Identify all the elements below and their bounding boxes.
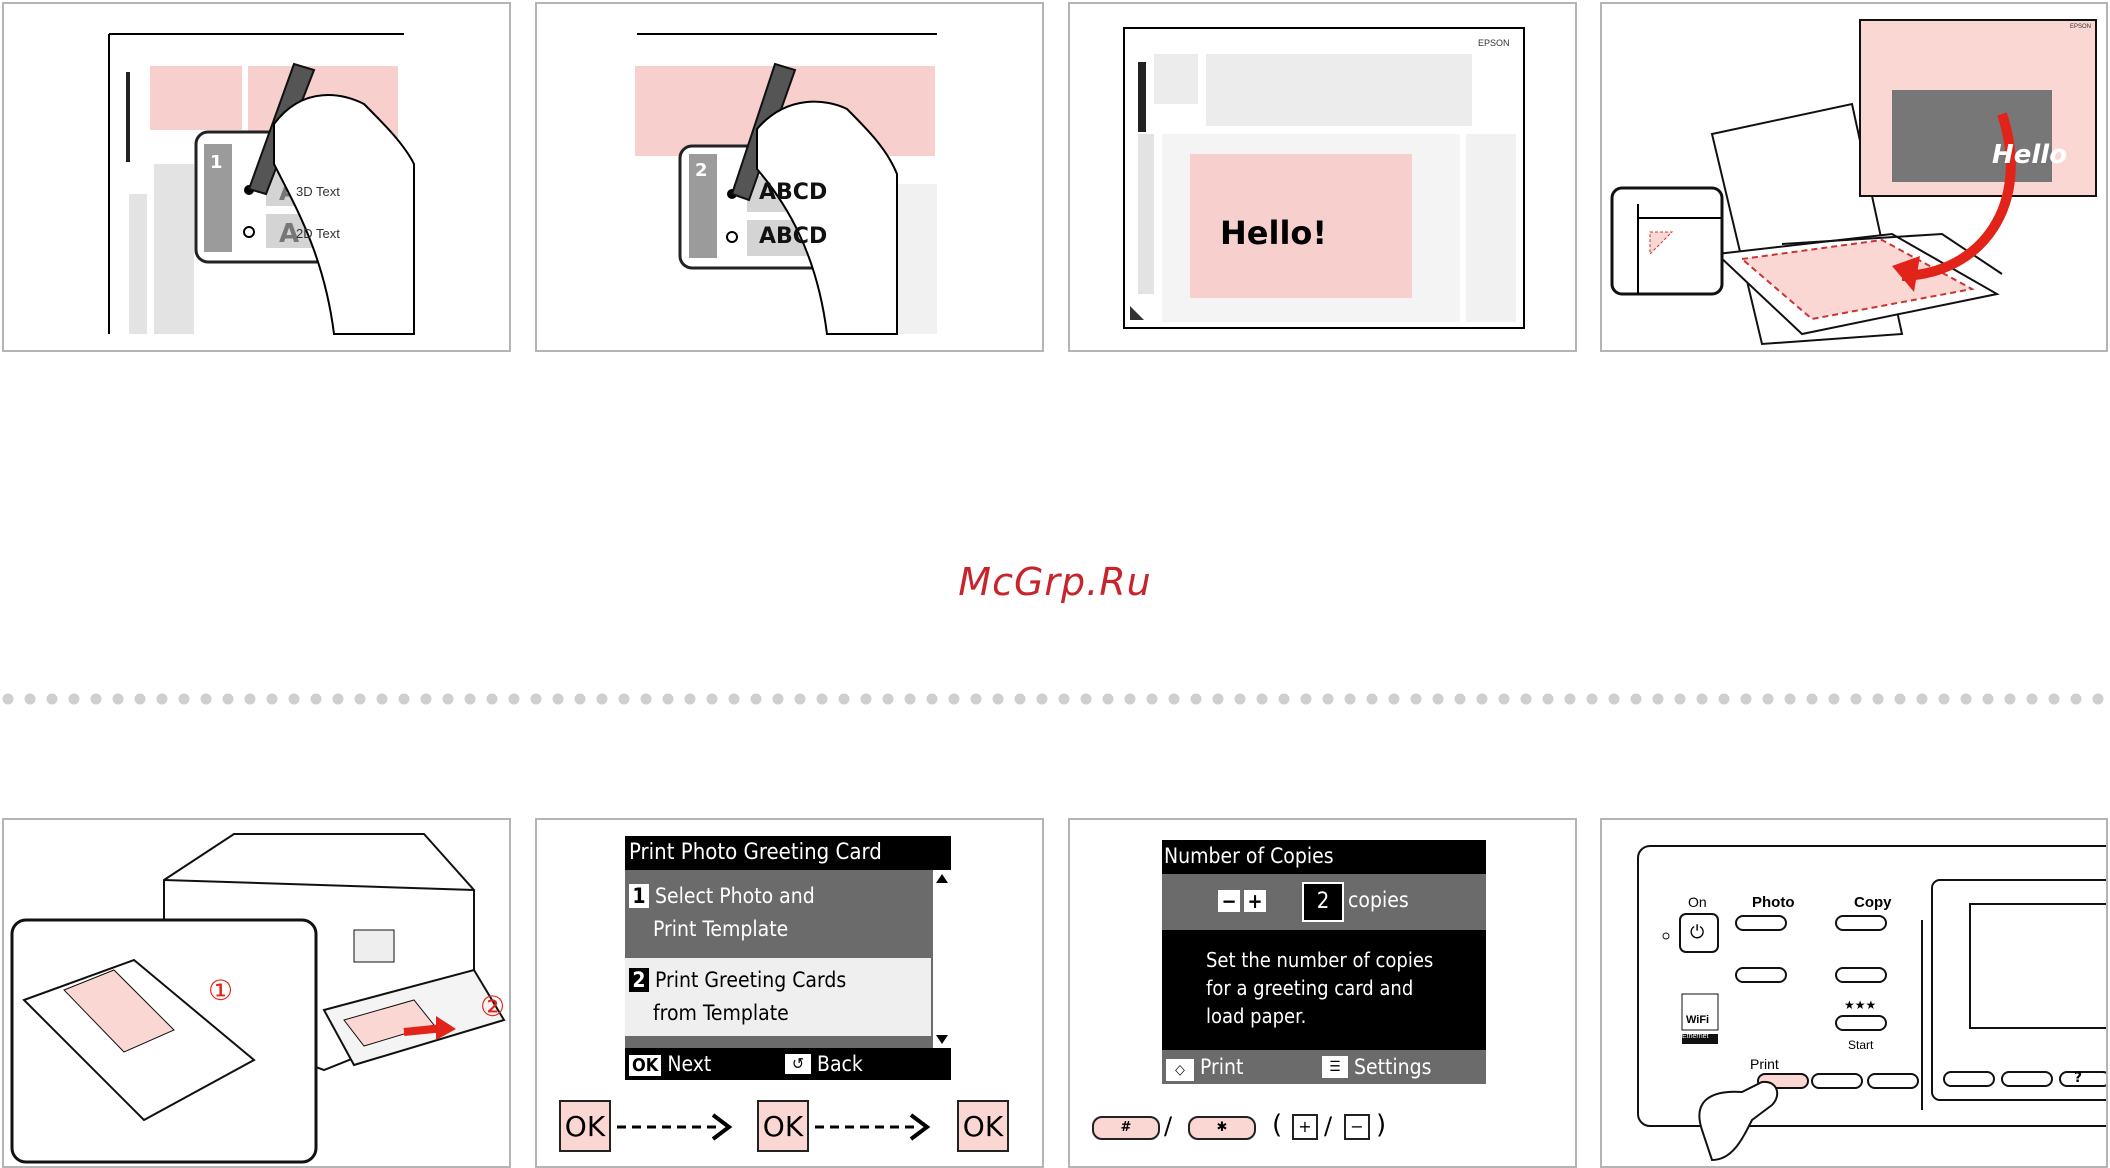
help-label: ? xyxy=(2074,1070,2083,1086)
menu-item-print-cards[interactable]: 2 Print Greeting Cards from Template xyxy=(625,958,931,1036)
lcd-title-bar: Print Photo Greeting Card xyxy=(625,836,951,870)
step-panel-place-on-scanner: EPSON Hello xyxy=(1600,2,2108,352)
greeting-text: Hello xyxy=(1992,140,2068,170)
lcd-screen: Number of Copies − + 2 copies Set the nu… xyxy=(1162,840,1486,1084)
star-label: ✱ xyxy=(1216,1120,1228,1135)
back-label: Back xyxy=(817,1052,863,1076)
minus-button[interactable]: − xyxy=(1344,1114,1370,1140)
dashed-arrow xyxy=(617,1113,733,1141)
step-panel-select-menu: Print Photo Greeting Card 1 Select Photo… xyxy=(535,818,1044,1168)
message-line: for a greeting card and xyxy=(1206,976,1414,1000)
dotted-divider: (function(){ var svg=document.currentScr… xyxy=(2,693,2104,705)
ok-button[interactable]: OK xyxy=(757,1100,809,1152)
ok-key-icon: OK xyxy=(629,1055,662,1076)
watermark: McGrp.Ru xyxy=(958,560,1152,604)
plus-button[interactable]: + xyxy=(1292,1114,1318,1140)
hash-button[interactable]: # xyxy=(1092,1116,1160,1140)
settings-icon: ☰ xyxy=(1322,1056,1348,1078)
next-label: Next xyxy=(667,1052,712,1076)
step-panel-choose-text-style: A A 3D Text 2D Text 1 xyxy=(2,2,511,352)
scanner-illustration xyxy=(1610,19,2097,346)
dashed-arrow xyxy=(815,1113,931,1141)
template-sheet-illustration xyxy=(635,33,937,335)
separator-slash: / xyxy=(1324,1112,1333,1140)
scrollbar[interactable] xyxy=(933,870,951,1048)
step-marker-1: ① xyxy=(208,974,234,1007)
lcd-title: Number of Copies xyxy=(1164,844,1334,868)
menu-item-select-photo[interactable]: 1 Select Photo and Print Template xyxy=(629,880,923,948)
minus-key-icon: − xyxy=(1218,890,1240,912)
step-panel-press-print: On ⏻ Photo Copy WiFi Ethernet ★★★ Start … xyxy=(1600,818,2108,1168)
message-line: load paper. xyxy=(1206,1004,1307,1028)
font-sample-unselected: ABCD xyxy=(759,224,828,249)
copies-value[interactable]: 2 xyxy=(1302,882,1344,922)
start-label: Start xyxy=(1848,1038,1874,1052)
template-sheet-illustration: A A xyxy=(108,33,415,335)
menu-item-label-line1: Select Photo and xyxy=(655,884,815,908)
separator-slash: / xyxy=(1164,1112,1173,1140)
settings-label: Settings xyxy=(1354,1055,1432,1079)
template-sheet-illustration xyxy=(1123,27,1525,329)
ok-button[interactable]: OK xyxy=(957,1100,1009,1152)
copies-row: − + 2 copies xyxy=(1162,874,1486,930)
star-button[interactable]: ✱ xyxy=(1188,1116,1256,1140)
step-marker-2: ② xyxy=(480,990,506,1023)
stars-label: ★★★ xyxy=(1844,998,1877,1012)
option-2d-label: 2D Text xyxy=(296,226,340,241)
brand-label: EPSON xyxy=(1478,38,1510,48)
back-key-icon: ↺ xyxy=(785,1054,811,1074)
copy-label: Copy xyxy=(1854,894,1892,911)
ok-button[interactable]: OK xyxy=(559,1100,611,1152)
section-number: 1 xyxy=(210,152,223,173)
plus-key-icon: + xyxy=(1244,890,1266,912)
lcd-footer: OK Next ↺ Back xyxy=(625,1048,951,1080)
lcd-screen: Print Photo Greeting Card 1 Select Photo… xyxy=(625,836,951,1080)
brand-label: EPSON xyxy=(2070,24,2092,30)
menu-item-number: 2 xyxy=(629,968,649,992)
control-panel-illustration xyxy=(1637,845,2106,1162)
menu-item-number: 1 xyxy=(629,884,649,908)
option-3d-label: 3D Text xyxy=(296,184,340,199)
paren-close: ) xyxy=(1376,1110,1387,1140)
menu-item-label-line1: Print Greeting Cards xyxy=(655,968,847,992)
hash-label: # xyxy=(1120,1120,1132,1135)
printer-paper-cassette-illustration xyxy=(10,833,506,1164)
svg-text:A: A xyxy=(279,219,299,249)
print-label: Print xyxy=(1750,1056,1779,1072)
scroll-up-arrow[interactable] xyxy=(936,874,948,883)
power-button[interactable]: ⏻ xyxy=(1690,922,1705,943)
paren-open: ( xyxy=(1272,1110,1283,1140)
copies-message: Set the number of copies for a greeting … xyxy=(1206,946,1433,1030)
font-sample-selected: ABCD xyxy=(759,180,828,205)
on-label: On xyxy=(1688,894,1707,910)
copies-unit: copies xyxy=(1348,888,1409,912)
step-panel-number-of-copies: Number of Copies − + 2 copies Set the nu… xyxy=(1068,818,1577,1168)
step-panel-choose-font: ABCD ABCD 2 xyxy=(535,2,1044,352)
menu-item-label-line2: from Template xyxy=(653,1001,789,1025)
step-panel-write-message: EPSON Hello! xyxy=(1068,2,1577,352)
greeting-text: Hello! xyxy=(1220,214,1327,252)
step-panel-load-paper: ① ② xyxy=(2,818,511,1168)
menu-item-label-line2: Print Template xyxy=(653,917,789,941)
print-label: Print xyxy=(1200,1055,1244,1079)
wifi-label: WiFi xyxy=(1686,1014,1710,1026)
lcd-footer: ◇ Print ☰ Settings xyxy=(1162,1050,1486,1084)
message-line: Set the number of copies xyxy=(1206,948,1434,972)
scroll-down-arrow[interactable] xyxy=(936,1035,948,1044)
ethernet-label: Ethernet xyxy=(1682,1033,1709,1040)
start-diamond-icon: ◇ xyxy=(1166,1059,1194,1081)
photo-label: Photo xyxy=(1752,894,1795,911)
lcd-title: Print Photo Greeting Card xyxy=(629,840,882,865)
section-number: 2 xyxy=(695,160,708,181)
